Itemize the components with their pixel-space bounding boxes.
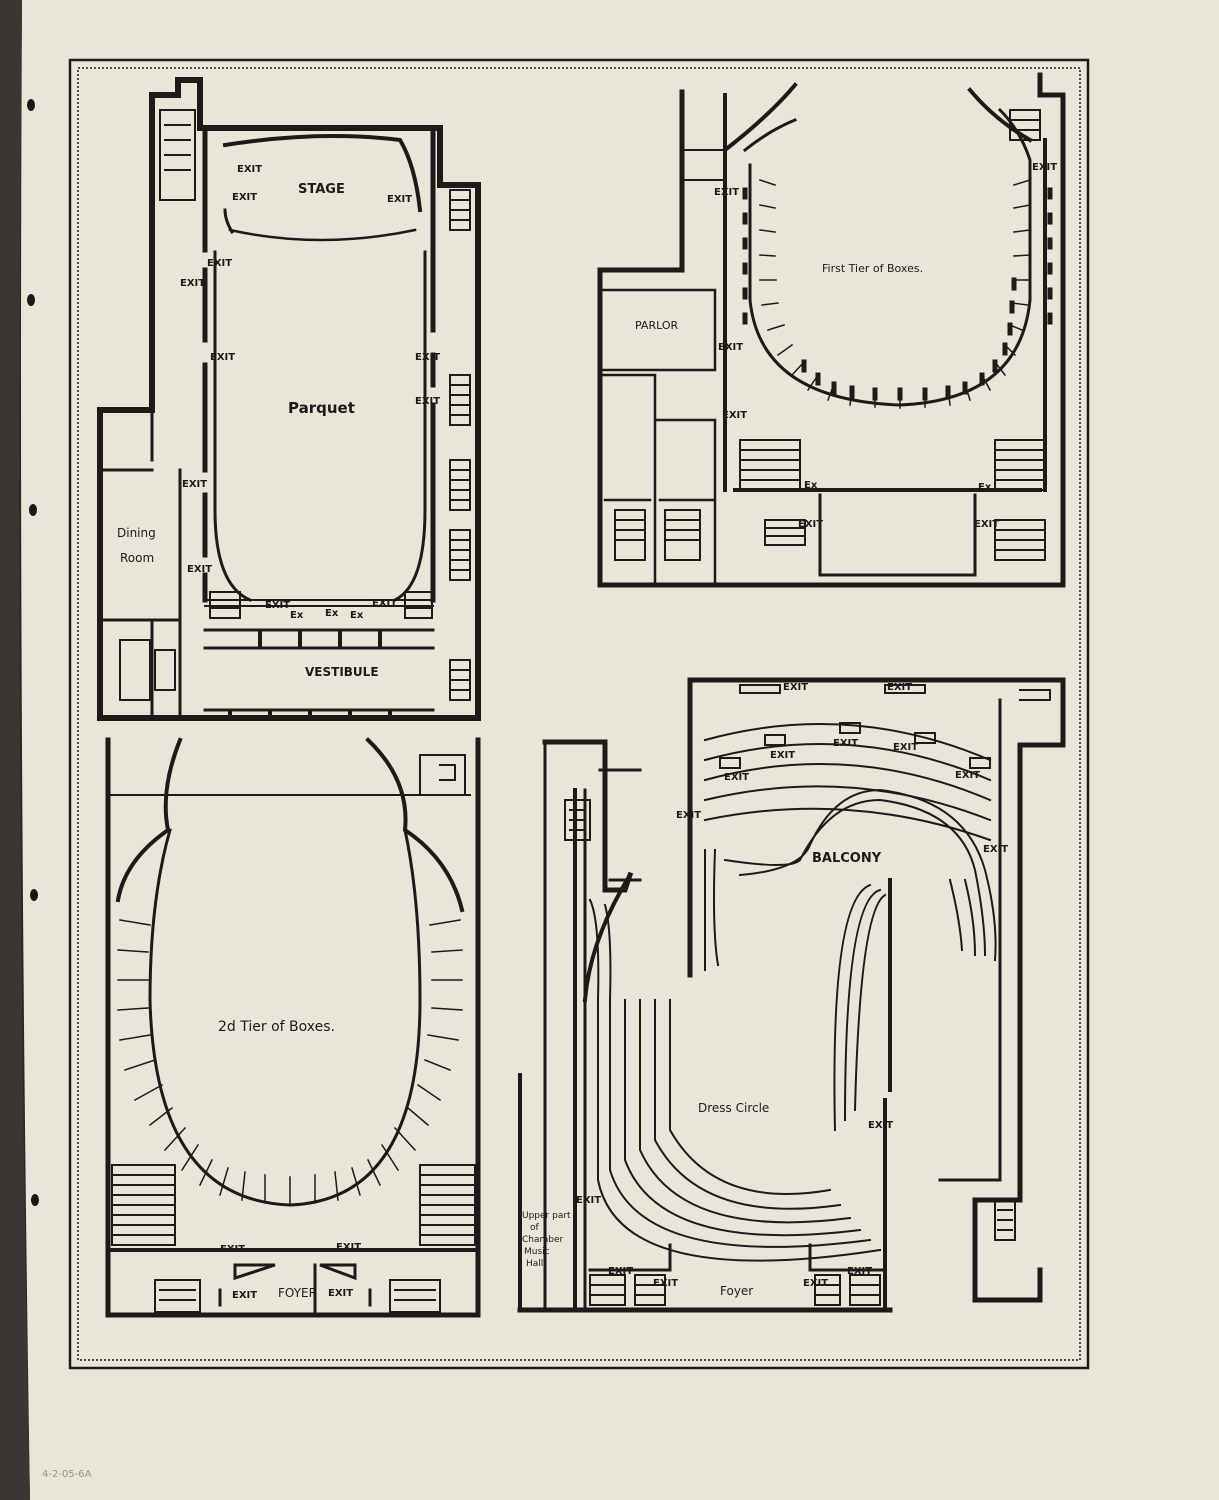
exit-label: EXIT: [718, 342, 743, 353]
balcony-label: BALCONY: [812, 851, 882, 866]
exit-label: EXIT: [653, 1278, 678, 1289]
chamber-music-hall-note: Upper part of Chamber Music Hall: [522, 1211, 571, 1269]
exit-label: EXIT: [232, 192, 257, 203]
exit-label: EXIT: [798, 519, 823, 530]
exit-label: EXIT: [783, 682, 808, 693]
binding-holes: [27, 99, 39, 1206]
paper-sheet: [21, 0, 1219, 1500]
ex-label: Ex: [350, 610, 364, 621]
ex-label: Ex: [325, 608, 339, 619]
exit-label: EXIT: [220, 1244, 245, 1255]
exit-label: EXIT: [847, 1266, 872, 1277]
balcony-exit-labels: EXIT EXIT EXIT EXIT EXIT EXIT EXIT EXIT …: [576, 682, 1008, 1289]
dress-circle-label: Dress Circle: [698, 1101, 769, 1115]
balcony-floor-plan: [517, 677, 1066, 1313]
parquet-label: Parquet: [288, 399, 355, 417]
exit-label: EXIT: [180, 278, 205, 289]
second-tier-exit-labels: EXIT EXIT EXIT EXIT: [220, 1242, 361, 1301]
ex-label: Ex: [804, 480, 818, 491]
exit-label: EXIT: [770, 750, 795, 761]
exit-label: EXIT: [974, 519, 999, 530]
first-tier-title: First Tier of Boxes.: [822, 262, 923, 275]
exit-label: EXIT: [868, 1120, 893, 1131]
exit-label: EXIT: [232, 1290, 257, 1301]
exit-label: EXIT: [1032, 162, 1057, 173]
exit-label: EXIT: [803, 1278, 828, 1289]
exit-label: EXIT: [722, 410, 747, 421]
exit-label: EXIT: [576, 1195, 601, 1206]
vestibule-label: VESTIBULE: [305, 665, 379, 679]
exit-label: EXIT: [415, 396, 440, 407]
exit-label: EXIT: [328, 1288, 353, 1299]
exit-label: EXIT: [336, 1242, 361, 1253]
exit-label: EXIT: [182, 479, 207, 490]
page-border: [68, 58, 1090, 1370]
first-tier-exit-labels: EXIT EXIT EXIT EXIT EXIT EXIT Ex Ex: [714, 162, 1057, 530]
svg-text:Chamber: Chamber: [522, 1235, 564, 1245]
pencil-catalog-note: 4-2-05-6A: [42, 1469, 92, 1480]
parquet-floor-plan: [97, 77, 481, 721]
exit-label: EXIT: [207, 258, 232, 269]
exit-label: EXIT: [608, 1266, 633, 1277]
binding-edge: [0, 0, 30, 1500]
second-tier-title: 2d Tier of Boxes.: [218, 1019, 335, 1035]
exit-label: EXIT: [387, 194, 412, 205]
dining-room-label-1: Dining: [117, 526, 156, 540]
svg-text:Hall: Hall: [526, 1259, 543, 1269]
svg-text:Upper part: Upper part: [522, 1211, 571, 1221]
svg-text:Music: Music: [524, 1247, 550, 1257]
exit-label: EXIT: [833, 738, 858, 749]
exit-label: EXIT: [210, 352, 235, 363]
exit-label: EXIT: [237, 164, 262, 175]
foyer-label: Foyer: [720, 1284, 753, 1298]
first-tier-floor-plan: [597, 72, 1066, 588]
stage-label: STAGE: [298, 182, 345, 197]
svg-text:of: of: [530, 1223, 540, 1233]
exit-label: EXIT: [372, 598, 397, 609]
ex-label: Ex: [978, 482, 992, 493]
exit-label: EXIT: [676, 810, 701, 821]
second-tier-floor-plan: [105, 737, 481, 1318]
foyer-label: FOYER: [278, 1286, 317, 1300]
ex-label: Ex: [290, 610, 304, 621]
exit-label: EXIT: [415, 352, 440, 363]
parquet-exit-labels: EXIT EXIT EXIT EXIT EXIT EXIT EXIT EXIT …: [180, 164, 440, 621]
exit-label: EXIT: [187, 564, 212, 575]
exit-label: EXIT: [887, 682, 912, 693]
exit-label: EXIT: [893, 742, 918, 753]
exit-label: EXIT: [955, 770, 980, 781]
exit-label: EXIT: [983, 844, 1008, 855]
exit-label: EXIT: [724, 772, 749, 783]
exit-label: EXIT: [265, 600, 290, 611]
exit-label: EXIT: [714, 187, 739, 198]
dining-room-label-2: Room: [120, 551, 154, 565]
parlor-label: PARLOR: [635, 319, 678, 332]
